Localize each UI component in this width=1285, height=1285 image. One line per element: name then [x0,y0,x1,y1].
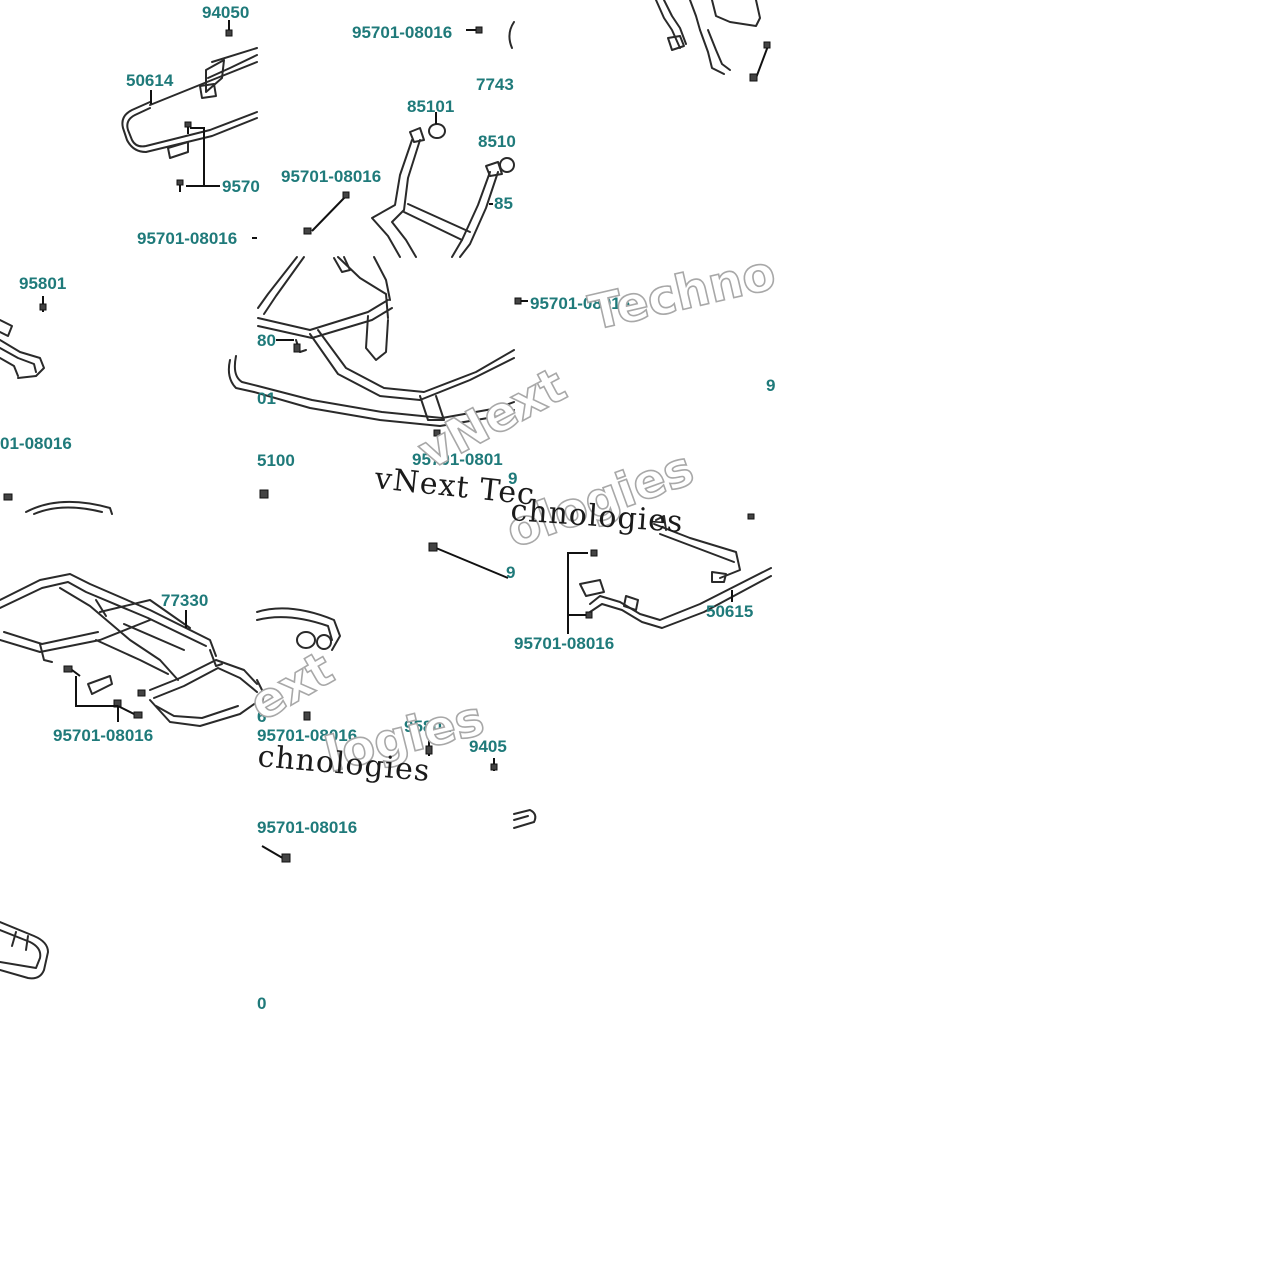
front-frame-85101 [371,21,515,258]
part-label-77330: 77330 [161,591,208,610]
tile-a: 94050 50614 9570 95701-08016 [121,3,260,248]
tile-e: 80 01 5100 95701-0801 9 [227,256,517,499]
tile-h: 9 95701-08016 95801 9405 6 [256,542,515,771]
part-label-95701-08016: 95701-08016 [352,23,452,42]
part-label-50614: 50614 [126,71,174,90]
part-label-95701-08016: 95701-08016 [137,229,237,248]
part-label-95701-08016: 95701-08016 [281,167,381,186]
bolt-icon [514,297,528,305]
rack-frame-50615 [579,515,772,629]
part-label-5100-cut: 5100 [257,451,295,470]
part-label-95701-08016: 95701-08016 [257,818,357,837]
tile-l [513,809,537,829]
leader-lines [75,610,187,722]
bolt-icon [137,689,146,697]
part-label-8510-cut: 8510 [478,132,516,151]
part-label-01-08016-cut: 01-08016 [0,434,72,453]
bolt-icon [293,343,301,353]
part-label-95701-08016: 95701-08016 [530,294,630,313]
bolt-icon [490,758,498,771]
bolt-icon [184,121,192,134]
part-label-9570-cut: 9570 [222,177,260,196]
part-label-01-cut: 01 [257,389,276,408]
tile-j [0,921,49,980]
part-label-0-cut: 0 [257,994,266,1013]
bolt-icon [428,542,509,579]
part-label-6-cut: 6 [257,707,266,726]
bolt-icon [261,845,291,863]
bolt-icon [176,179,184,192]
rear-rack-77330 [0,573,258,727]
bolt-icon [259,489,269,499]
frame-fragment [256,607,341,705]
frame-fragment [0,319,113,515]
bolt-icon [466,26,483,34]
part-label-95701-08016: 95701-08016 [257,726,357,745]
carrier-frame [227,256,515,427]
part-label-95801: 95801 [19,274,66,293]
part-label-80-cut: 80 [257,331,276,350]
part-label-9405-cut: 9405 [469,737,507,756]
bolt-icon [303,711,311,721]
part-label-9-cut: 9 [766,376,775,395]
part-label-7743-cut: 7743 [476,75,514,94]
bolt-icon [63,665,81,677]
part-label-95801: 95801 [404,717,451,736]
part-label-94050: 94050 [202,3,249,22]
part-label-85101: 85101 [407,97,454,116]
bolt-icon [303,191,350,235]
bolt-icon [749,41,771,82]
tile-i: 50615 95701-08016 [514,513,772,653]
tile-b: 95701-08016 7743 85101 8510 95701-08016 … [281,21,516,258]
rear-rack-frame-50614 [121,47,258,159]
leader-lines [567,552,733,634]
bolt-icon [425,732,433,756]
rack-corner [0,921,49,980]
bolt-icon [39,296,47,312]
leader-lines [150,20,257,239]
part-label-95701-08016: 95701-08016 [53,726,153,745]
part-label-95701-0801-cut: 95701-0801 [412,450,503,469]
tile-d: 95801 01-08016 [0,274,113,515]
part-label-95701-08016: 95701-08016 [514,634,614,653]
part-label-9-cut: 9 [508,469,517,488]
watermark-ghost-text: Techno [584,245,780,342]
bolt-icon [3,493,13,501]
tile-k: 95701-08016 0 [257,818,357,1013]
bolt-icon [133,711,143,719]
frame-fragment [513,809,537,829]
tile-g: 77330 95701-08016 [0,573,258,745]
watermark-ghost-text: ext [240,641,343,733]
bolt-icon [747,513,755,520]
frame-fragment [655,0,761,75]
tile-f: 95701-08016 9 [514,294,775,395]
part-label-85-cut: 85 [494,194,513,213]
bolt-icon [433,429,445,449]
tile-c [655,0,771,82]
bolt-icon [585,611,593,619]
leader-lines [435,112,493,205]
bolt-icon [590,549,598,557]
part-label-9-cut: 9 [506,563,515,582]
part-label-50615: 50615 [706,602,753,621]
